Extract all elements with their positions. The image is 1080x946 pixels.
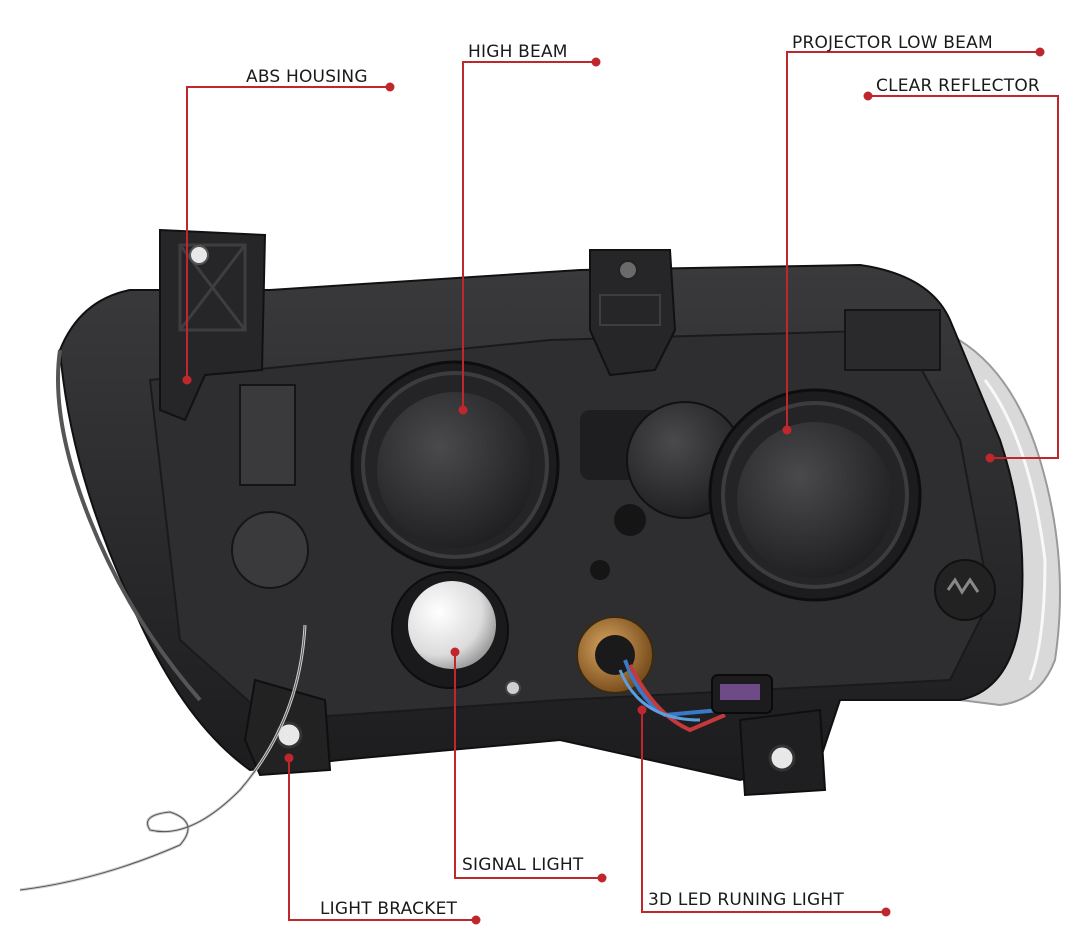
leader-dot-led-label <box>881 907 891 917</box>
leader-dot-abs-housing-label <box>385 82 395 92</box>
leader-projector-low-beam <box>786 51 1040 430</box>
vent-cover <box>844 309 941 371</box>
leader-clear-reflector <box>868 95 1059 459</box>
top-mount-tab <box>589 249 677 377</box>
leader-dot-clear-reflector-target <box>985 453 995 463</box>
side-vent <box>239 384 296 486</box>
leader-dot-projector-target <box>782 425 792 435</box>
leader-dot-signal-label <box>597 873 607 883</box>
signal-light-socket <box>391 571 509 689</box>
leader-dot-led-target <box>637 705 647 715</box>
label-led-running-light: 3D LED RUNING LIGHT <box>648 890 844 910</box>
label-high-beam: HIGH BEAM <box>468 42 568 62</box>
high-beam-cap <box>350 360 560 570</box>
leader-dot-high-beam-target <box>458 405 468 415</box>
leader-light-bracket <box>288 758 476 921</box>
leader-high-beam <box>462 61 596 410</box>
leader-dot-abs-housing-target <box>182 375 192 385</box>
label-projector-low-beam: PROJECTOR LOW BEAM <box>792 33 993 53</box>
label-clear-reflector: CLEAR REFLECTOR <box>876 76 1040 96</box>
led-running-light-socket <box>505 616 773 733</box>
leader-dot-bracket-label <box>471 915 481 925</box>
leader-signal-light <box>454 652 602 879</box>
lower-right-bracket <box>738 708 827 797</box>
leader-lines <box>182 47 1059 925</box>
leader-led-running-light <box>641 710 886 913</box>
loose-wire-core <box>19 624 306 891</box>
right-adjuster <box>934 559 996 621</box>
leader-dot-high-beam-label <box>591 57 601 67</box>
label-signal-light: SIGNAL LIGHT <box>462 855 584 875</box>
adjuster-knob <box>231 511 309 589</box>
leader-abs-housing <box>186 86 390 380</box>
leader-dot-projector-label <box>1035 47 1045 57</box>
leader-dot-clear-reflector-label <box>863 91 873 101</box>
label-light-bracket: LIGHT BRACKET <box>320 899 458 919</box>
leader-dot-bracket-target <box>284 753 294 763</box>
leader-dot-signal-target <box>450 647 460 657</box>
label-abs-housing: ABS HOUSING <box>246 67 368 87</box>
projector-low-beam-cap <box>708 388 922 602</box>
